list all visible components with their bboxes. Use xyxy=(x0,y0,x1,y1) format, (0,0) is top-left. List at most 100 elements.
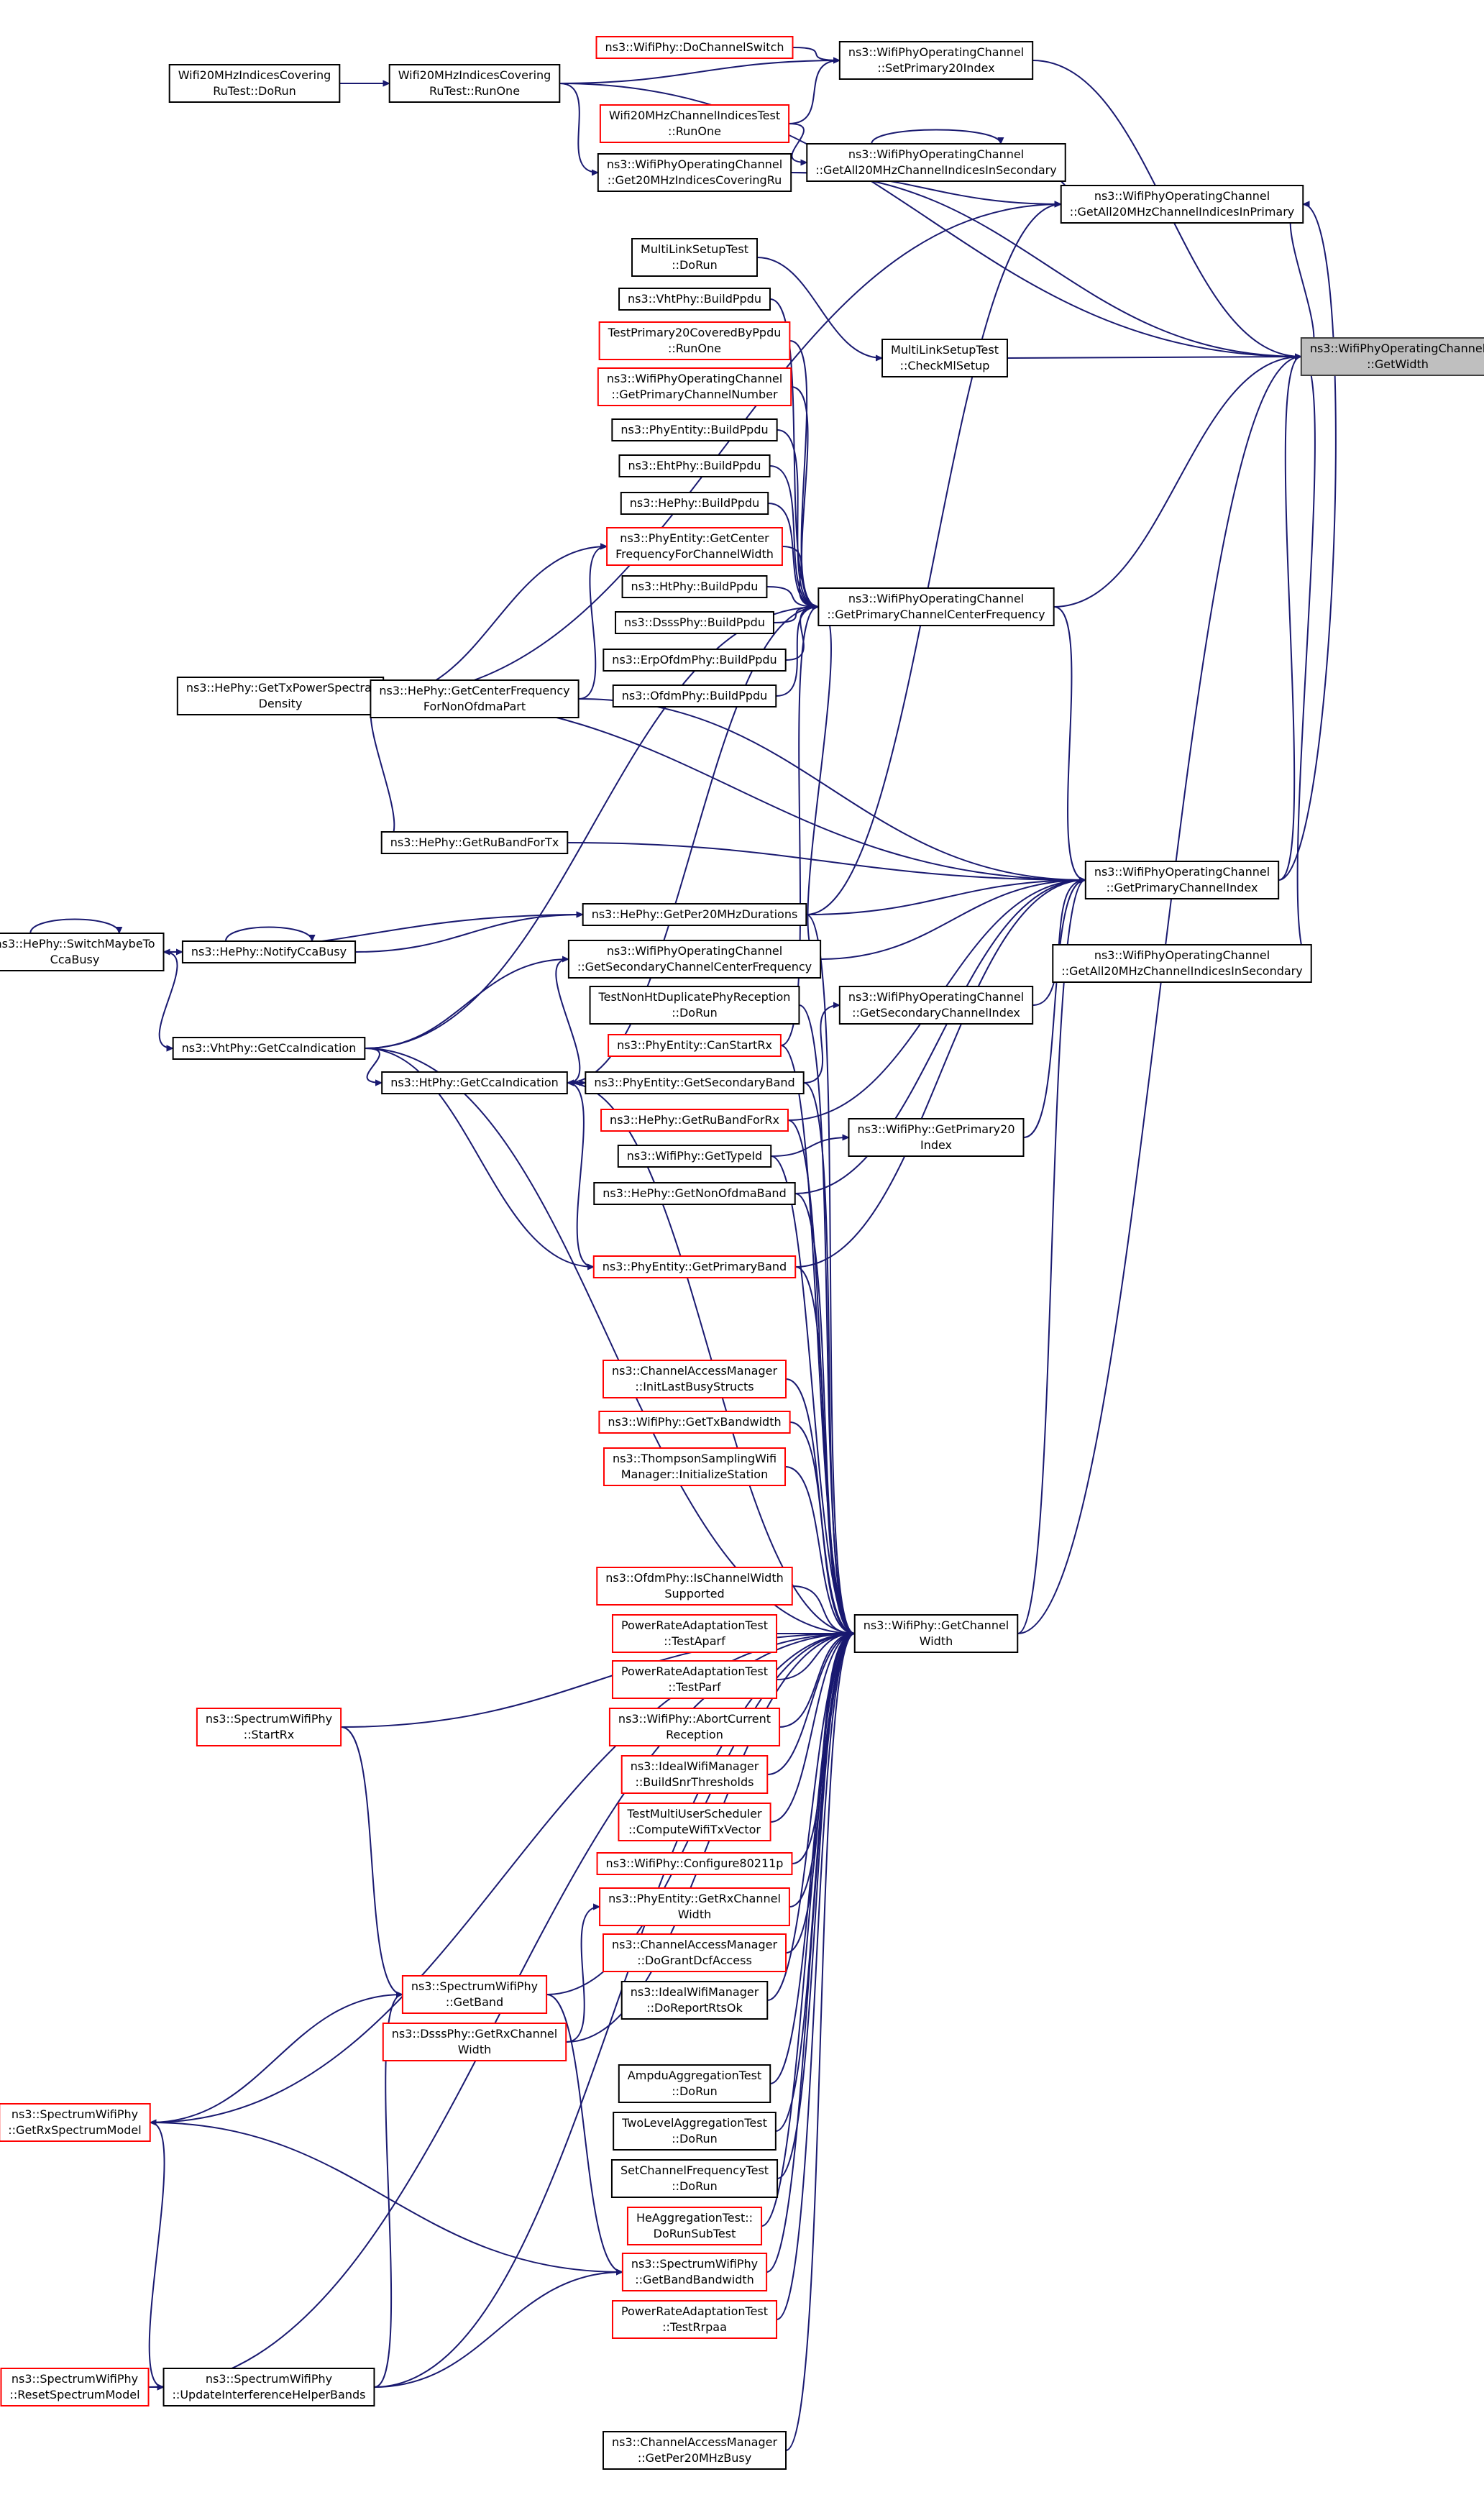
node-heaggtest[interactable]: HeAggregationTest::DoRunSubTest xyxy=(626,2207,763,2245)
node-htcca[interactable]: ns3::HtPhy::GetCcaIndication xyxy=(381,1071,568,1094)
edge-vhtcca-to-getseccf xyxy=(365,959,569,1049)
node-idealsnr[interactable]: ns3::IdealWifiManager::BuildSnrThreshold… xyxy=(620,1755,769,1794)
node-herubandtx[interactable]: ns3::HePhy::GetRuBandForTx xyxy=(380,831,569,854)
node-vhtbuild[interactable]: ns3::VhtPhy::BuildPpdu xyxy=(618,288,771,311)
node-pratrpaa[interactable]: PowerRateAdaptationTest::TestRrpaa xyxy=(611,2300,778,2339)
node-getall20prim[interactable]: ns3::WifiPhyOperatingChannel::GetAll20MH… xyxy=(1060,185,1304,224)
node-pratparf[interactable]: PowerRateAdaptationTest::TestAparf xyxy=(611,1614,778,1653)
node-hebuild[interactable]: ns3::HePhy::BuildPpdu xyxy=(620,492,769,515)
edge-hecfnonofdma-to-getcfcw xyxy=(578,546,607,700)
node-gettxbw[interactable]: ns3::WifiPhy::GetTxBandwidth xyxy=(598,1411,791,1434)
node-getall20sec2[interactable]: ns3::WifiPhyOperatingChannel::GetAll20MH… xyxy=(1052,944,1312,983)
edge xyxy=(559,60,840,84)
node-henonofdma[interactable]: ns3::HePhy::GetNonOfdmaBand xyxy=(593,1182,796,1205)
node-specupdate[interactable]: ns3::SpectrumWifiPhy::UpdateInterference… xyxy=(162,2368,375,2406)
edge-ofdmbuild-to-getprimcf xyxy=(776,607,818,697)
node-w20chtest[interactable]: Wifi20MHzChannelIndicesTest::RunOne xyxy=(599,104,790,143)
node-root[interactable]: ns3::WifiPhyOperatingChannel::GetWidth xyxy=(1300,337,1484,376)
node-label-line: ns3::WifiPhyOperatingChannel xyxy=(848,990,1024,1004)
node-specbandbw[interactable]: ns3::SpectrumWifiPhy::GetBandBandwidth xyxy=(621,2253,768,2291)
edge xyxy=(578,546,607,700)
edge-getchw-to-getprimidx xyxy=(1017,880,1086,1634)
node-henotify[interactable]: ns3::HePhy::NotifyCcaBusy xyxy=(181,940,357,963)
node-herubandrx[interactable]: ns3::HePhy::GetRuBandForRx xyxy=(600,1109,789,1132)
node-dsssbuild[interactable]: ns3::DsssPhy::BuildPpdu xyxy=(615,611,774,634)
node-getprimband[interactable]: ns3::PhyEntity::GetPrimaryBand xyxy=(592,1255,797,1278)
node-specstartrx[interactable]: ns3::SpectrumWifiPhy::StartRx xyxy=(196,1708,342,1746)
node-setp20[interactable]: ns3::WifiPhyOperatingChannel::SetPrimary… xyxy=(838,41,1034,80)
node-caminit[interactable]: ns3::ChannelAccessManager::InitLastBusyS… xyxy=(602,1360,787,1398)
node-ampdutest[interactable]: AmpduAggregationTest::DoRun xyxy=(618,2064,771,2103)
node-htbuild[interactable]: ns3::HtPhy::BuildPpdu xyxy=(621,575,768,598)
node-erpbuild[interactable]: ns3::ErpOfdmPhy::BuildPpdu xyxy=(603,649,787,672)
node-getprimidx[interactable]: ns3::WifiPhyOperatingChannel::GetPrimary… xyxy=(1084,861,1280,899)
edge-testmus-to-getchw xyxy=(770,1634,855,1823)
edge xyxy=(365,1048,854,1634)
node-getcfcw[interactable]: ns3::PhyEntity::GetCenterFrequencyForCha… xyxy=(606,527,783,566)
node-getsecband[interactable]: ns3::PhyEntity::GetSecondaryBand xyxy=(585,1071,805,1094)
edge-ehtbuild-to-getprimcf xyxy=(769,465,819,607)
edge xyxy=(1278,357,1301,881)
node-canstartrx[interactable]: ns3::PhyEntity::CanStartRx xyxy=(608,1034,782,1057)
node-hecfnonofdma[interactable]: ns3::HePhy::GetCenterFrequencyForNonOfdm… xyxy=(370,679,580,718)
node-conf80211p[interactable]: ns3::WifiPhy::Configure80211p xyxy=(596,1852,793,1875)
node-vhtcca[interactable]: ns3::VhtPhy::GetCcaIndication xyxy=(172,1037,366,1060)
edge xyxy=(1017,880,1086,1634)
node-testnonht[interactable]: TestNonHtDuplicatePhyReception::DoRun xyxy=(589,986,800,1025)
edge-getsecband-to-getchw xyxy=(803,1082,855,1634)
node-getall20sec[interactable]: ns3::WifiPhyOperatingChannel::GetAll20MH… xyxy=(806,143,1066,182)
node-getprimnum[interactable]: ns3::WifiPhyOperatingChannel::GetPrimary… xyxy=(597,367,792,406)
node-box xyxy=(611,1614,778,1653)
node-mlsdorun[interactable]: MultiLinkSetupTest::DoRun xyxy=(631,238,758,277)
node-getprimcf[interactable]: ns3::WifiPhyOperatingChannel::GetPrimary… xyxy=(817,587,1055,626)
node-camgrant[interactable]: ns3::ChannelAccessManager::DoGrantDcfAcc… xyxy=(602,1933,787,1972)
edge-vhtcca-to-getprimband xyxy=(365,1048,593,1267)
edge-layer xyxy=(29,47,1337,2451)
node-heper20[interactable]: ns3::HePhy::GetPer20MHzDurations xyxy=(582,903,807,926)
node-idealrts[interactable]: ns3::IdealWifiManager::DoReportRtsOk xyxy=(620,1981,769,2020)
node-twoleveltest[interactable]: TwoLevelAggregationTest::DoRun xyxy=(613,2112,777,2151)
edge-heswitch-to-vhtcca xyxy=(158,951,178,1048)
node-getseccf[interactable]: ns3::WifiPhyOperatingChannel::GetSeconda… xyxy=(567,940,822,979)
node-getsecidx[interactable]: ns3::WifiPhyOperatingChannel::GetSeconda… xyxy=(838,986,1034,1025)
edge xyxy=(1032,880,1086,1006)
edge xyxy=(792,47,840,60)
node-tp20[interactable]: TestPrimary20CoveredByPpdu::RunOne xyxy=(598,321,791,360)
node-thompson[interactable]: ns3::ThompsonSamplingWifiManager::Initia… xyxy=(603,1447,787,1486)
node-box xyxy=(596,1567,793,1606)
node-label-line: Width xyxy=(458,2043,491,2056)
node-get20ru[interactable]: ns3::WifiPhyOperatingChannel::Get20MHzIn… xyxy=(597,153,792,192)
node-mlscheck[interactable]: MultiLinkSetupTest::CheckMlSetup xyxy=(881,339,1008,377)
node-label-line: ::RunOne xyxy=(668,124,721,138)
node-phyentbuild[interactable]: ns3::PhyEntity::BuildPpdu xyxy=(611,418,778,441)
node-box xyxy=(611,2300,778,2339)
edge xyxy=(365,1048,382,1083)
node-testmus[interactable]: TestMultiUserScheduler::ComputeWifiTxVec… xyxy=(618,1803,771,1841)
node-ofdmbuild[interactable]: ns3::OfdmPhy::BuildPpdu xyxy=(612,684,777,707)
node-pratparf2[interactable]: PowerRateAdaptationTest::TestParf xyxy=(611,1660,778,1699)
node-label-line: ns3::HePhy::GetPer20MHzDurations xyxy=(592,907,798,921)
node-label-line: PowerRateAdaptationTest xyxy=(621,2304,768,2318)
node-gettypeid[interactable]: ns3::WifiPhy::GetTypeId xyxy=(617,1145,772,1168)
node-ehtbuild[interactable]: ns3::EhtPhy::BuildPpdu xyxy=(618,454,771,477)
node-specrxmodel[interactable]: ns3::SpectrumWifiPhy::GetRxSpectrumModel xyxy=(0,2103,151,2142)
node-label-line: ::GetBand xyxy=(446,1995,503,2009)
node-camper20[interactable]: ns3::ChannelAccessManager::GetPer20MHzBu… xyxy=(602,2431,787,2470)
node-setchftest[interactable]: SetChannelFrequencyTest::DoRun xyxy=(610,2159,779,2198)
node-specreset[interactable]: ns3::SpectrumWifiPhy::ResetSpectrumModel xyxy=(0,2368,150,2406)
node-box xyxy=(585,1071,805,1094)
node-dochsw[interactable]: ns3::WifiPhy::DoChannelSwitch xyxy=(595,36,794,59)
node-specgetband[interactable]: ns3::SpectrumWifiPhy::GetBand xyxy=(401,1975,548,2014)
edge-getprimidx-to-getall20prim xyxy=(1278,204,1337,881)
node-label-line: Wifi20MHzIndicesCovering xyxy=(398,68,551,82)
